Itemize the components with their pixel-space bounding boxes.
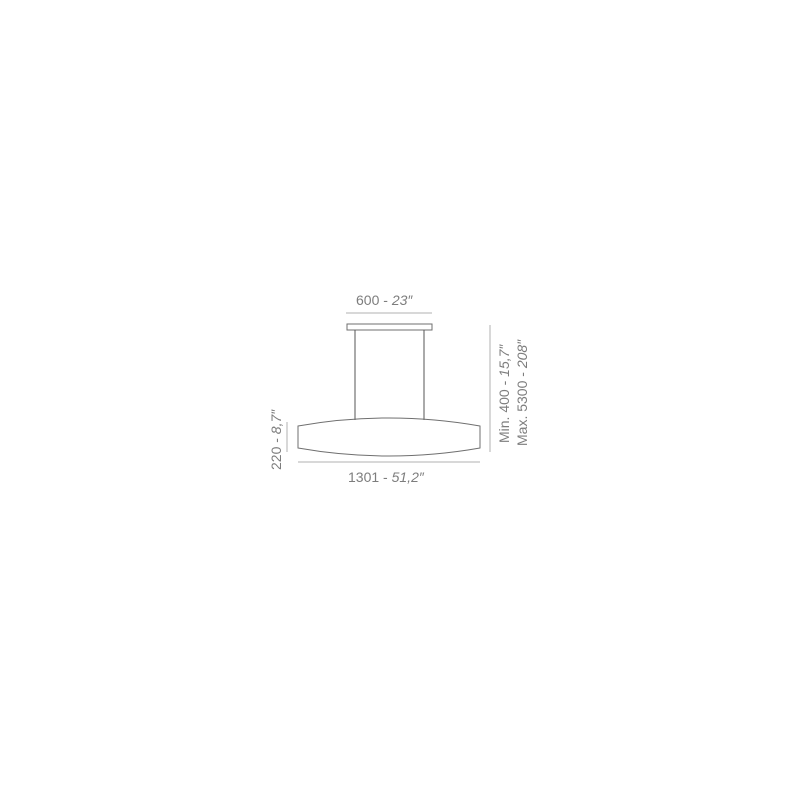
suspension-min-prefix: Min. [496,412,512,443]
suspension-max-label: Max. 5300 - 208″ [514,340,530,446]
canopy-width-mm: 600 [356,292,380,308]
canopy-width-separator: - [379,292,392,308]
suspension-max-separator: - [514,368,530,381]
body-height-mm: 220 [268,446,284,470]
body-height-inches: 8,7″ [268,409,284,435]
canopy-width-inches: 23″ [391,292,413,308]
suspension-min-mm: 400 [496,389,512,413]
body-length-label: 1301 - 51,2″ [348,469,424,485]
suspension-max-inches: 208″ [514,339,530,369]
suspension-max-mm: 5300 [514,380,530,412]
suspension-min-separator: - [496,376,512,390]
body-length-inches: 51,2″ [391,469,424,485]
canopy-width-label: 600 - 23″ [356,292,412,308]
body-height-label: 220 - 8,7″ [268,410,284,470]
suspension-max-prefix: Max. [514,411,530,446]
ceiling-canopy [346,323,433,331]
body-length-separator: - [379,469,392,485]
suspension-min-inches: 15,7″ [496,344,512,377]
suspension-min-label: Min. 400 - 15,7″ [496,345,512,443]
lamp-body [297,417,481,457]
body-height-separator: - [268,434,284,447]
body-length-mm: 1301 [348,469,380,485]
